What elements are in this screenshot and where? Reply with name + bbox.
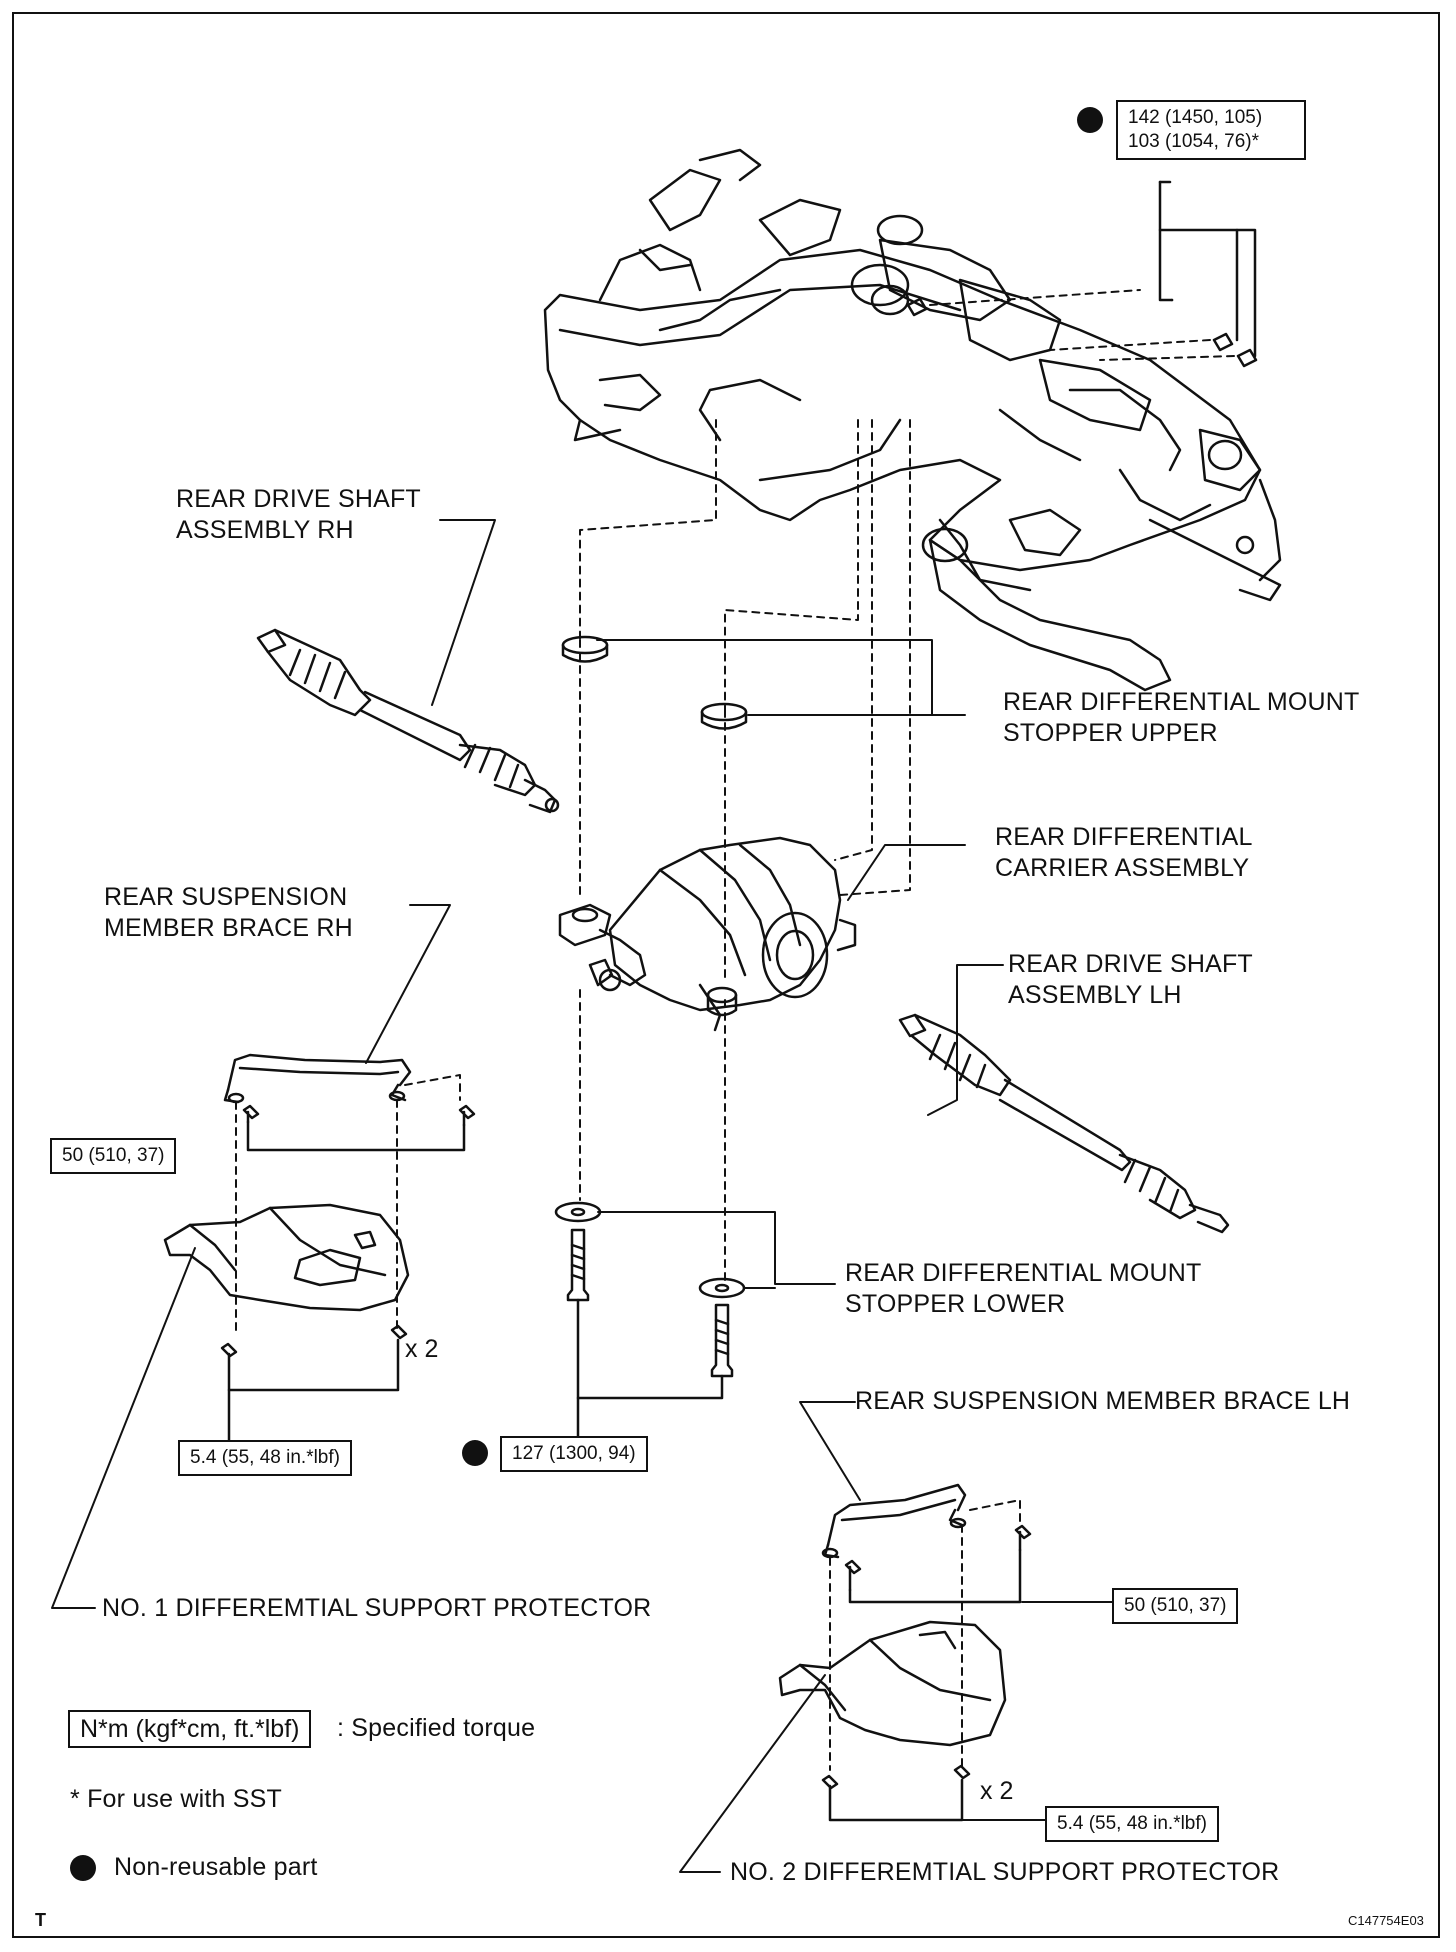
label-rear-drive-shaft-lh: REAR DRIVE SHAFT ASSEMBLY LH xyxy=(1008,949,1253,1011)
label-line: REAR DIFFERENTIAL xyxy=(995,823,1253,851)
label-protector-1: NO. 1 DIFFEREMTIAL SUPPORT PROTECTOR xyxy=(102,1594,652,1622)
label-protector-2: NO. 2 DIFFEREMTIAL SUPPORT PROTECTOR xyxy=(730,1858,1280,1886)
protector-2-drawing xyxy=(778,1620,1007,1822)
stopper-upper-drawing xyxy=(561,635,748,730)
differential-carrier-drawing xyxy=(558,836,857,1032)
label-brace-rh: REAR SUSPENSION MEMBER BRACE RH xyxy=(104,882,353,944)
label-line: REAR DRIVE SHAFT xyxy=(176,485,421,513)
brace-rh-drawing xyxy=(223,1053,476,1152)
protector-1-drawing xyxy=(163,1203,410,1442)
label-line: MEMBER BRACE RH xyxy=(104,914,353,942)
torque-box-brace-rh: 50 (510, 37) xyxy=(50,1138,177,1174)
torque-line: 142 (1450, 105) xyxy=(1128,107,1263,128)
label-stopper-lower: REAR DIFFERENTIAL MOUNT STOPPER LOWER xyxy=(845,1258,1201,1320)
label-line: STOPPER UPPER xyxy=(1003,719,1218,747)
leader-lines xyxy=(51,519,1113,1873)
non-reusable-dot-top xyxy=(1077,107,1103,133)
member-mounting-bolts xyxy=(906,180,1258,368)
corner-mark-left: T xyxy=(35,1910,46,1930)
brace-lh-drawing xyxy=(821,1483,1032,1604)
label-line: REAR DRIVE SHAFT xyxy=(1008,950,1253,978)
label-line: ASSEMBLY LH xyxy=(1008,981,1182,1009)
count-protector-2: x 2 xyxy=(980,1777,1014,1805)
label-rear-drive-shaft-rh: REAR DRIVE SHAFT ASSEMBLY RH xyxy=(176,484,421,546)
torque-box-top: 142 (1450, 105) 103 (1054, 76)* xyxy=(1116,100,1306,160)
torque-box-bolt-lower: 127 (1300, 94) xyxy=(500,1436,648,1472)
torque-box-brace-lh: 50 (510, 37) xyxy=(1112,1588,1239,1624)
illustration-code: C147754E03 xyxy=(1348,1913,1424,1928)
alignment-dashes-top xyxy=(579,289,1235,1281)
label-line: ASSEMBLY RH xyxy=(176,516,354,544)
rear-drive-shaft-rh-drawing xyxy=(256,628,560,814)
rear-suspension-member-drawing xyxy=(543,148,1282,692)
torque-box-protector-1: 5.4 (55, 48 in.*lbf) xyxy=(178,1440,352,1476)
legend-non-reusable: Non-reusable part xyxy=(114,1853,318,1881)
non-reusable-dot-bolt xyxy=(462,1440,488,1466)
torque-line: 103 (1054, 76)* xyxy=(1128,131,1259,152)
legend-sst-note: * For use with SST xyxy=(70,1785,282,1813)
label-line: REAR DIFFERENTIAL MOUNT xyxy=(845,1259,1202,1287)
label-brace-lh: REAR SUSPENSION MEMBER BRACE LH xyxy=(855,1387,1351,1415)
legend-unit-desc: : Specified torque xyxy=(337,1714,536,1742)
label-line: CARRIER ASSEMBLY xyxy=(995,854,1250,882)
diagram-frame xyxy=(12,12,1440,1938)
rear-drive-shaft-lh-drawing xyxy=(898,1013,1230,1234)
label-line: REAR DIFFERENTIAL MOUNT xyxy=(1003,688,1360,716)
count-protector-1: x 2 xyxy=(405,1335,439,1363)
brace-rh-dashes xyxy=(235,1074,461,1331)
torque-box-protector-2: 5.4 (55, 48 in.*lbf) xyxy=(1045,1806,1219,1842)
label-carrier-assembly: REAR DIFFERENTIAL CARRIER ASSEMBLY xyxy=(995,822,1253,884)
legend-unit-box: N*m (kgf*cm, ft.*lbf) xyxy=(68,1710,312,1748)
label-stopper-upper: REAR DIFFERENTIAL MOUNT STOPPER UPPER xyxy=(1003,687,1359,749)
stopper-lower-drawing xyxy=(554,1201,746,1442)
label-line: STOPPER LOWER xyxy=(845,1290,1066,1318)
label-line: REAR SUSPENSION xyxy=(104,883,348,911)
legend-non-reusable-dot xyxy=(70,1855,96,1881)
brace-lh-dashes xyxy=(829,1499,1021,1771)
